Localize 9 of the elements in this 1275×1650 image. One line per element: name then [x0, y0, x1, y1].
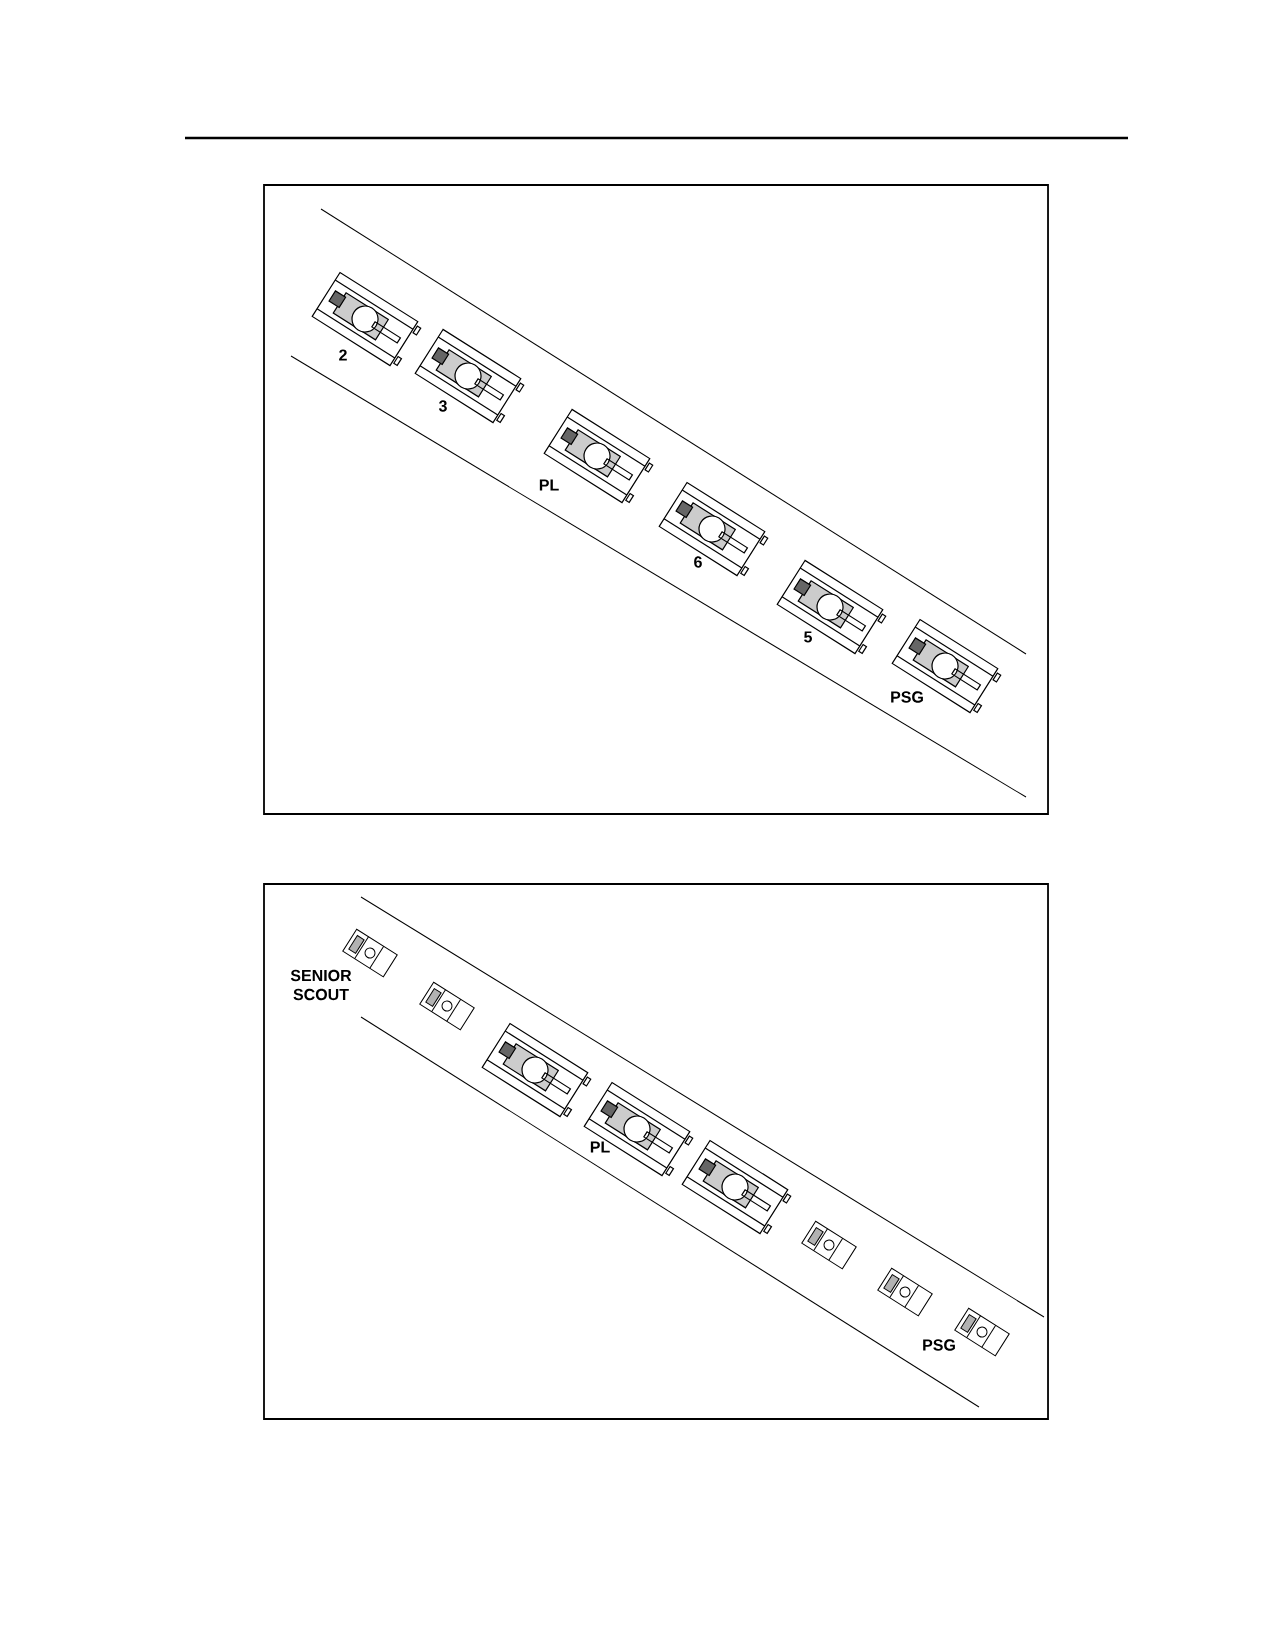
callout-label: PL	[590, 1141, 610, 1153]
callout-label: 3	[438, 400, 447, 412]
callout-label: 5	[804, 631, 812, 643]
callout-label: PL	[539, 479, 559, 491]
callout-label: SENIOR SCOUT	[290, 969, 352, 1001]
callout-label: PSG	[891, 691, 923, 703]
callout-label: 6	[694, 556, 702, 568]
callout-label: PSG	[923, 1339, 955, 1351]
callout-label: 2	[339, 349, 347, 361]
